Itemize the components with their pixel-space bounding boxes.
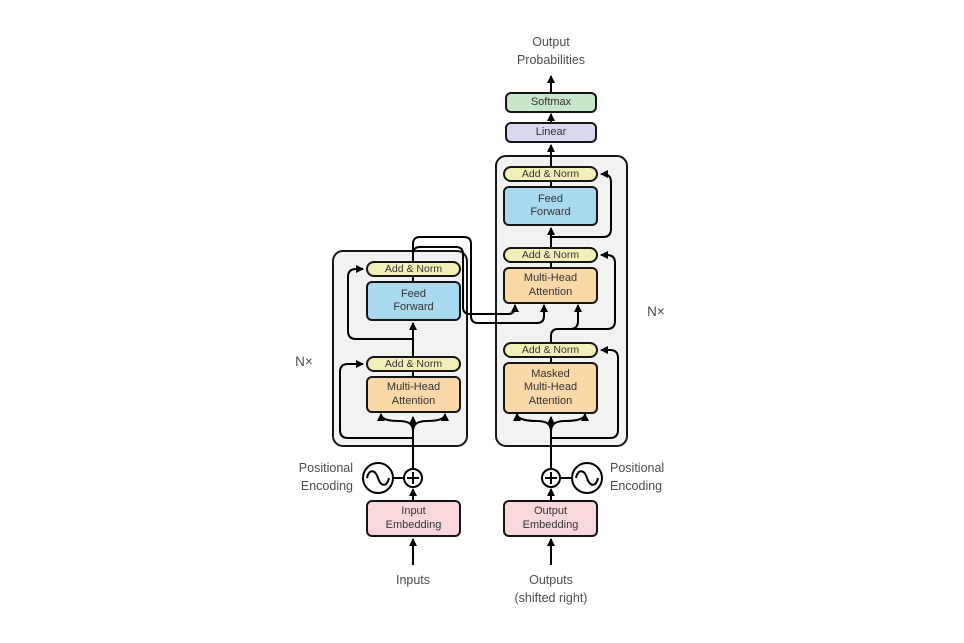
sine-wave-glyph-right: [575, 470, 599, 486]
output-probabilities-label: Output Probabilities: [516, 35, 586, 68]
plus-glyph-left: [407, 472, 419, 484]
decoder-addnorm-bottom-box: Add & Norm: [503, 342, 598, 358]
decoder-qkv-right-arrow: [550, 413, 589, 432]
encoder-residual-bottom: [339, 360, 413, 439]
decoder-addnorm-top-box: Add & Norm: [503, 166, 598, 182]
decoder-multi-head-attention-box: Multi-Head Attention: [503, 267, 598, 304]
encoder-to-decoder-line-inner: [412, 246, 519, 315]
sine-wave-glyph-left: [366, 470, 390, 486]
softmax-box: Softmax: [505, 92, 597, 113]
positional-encoding-label-right: Positional Encoding: [610, 461, 665, 494]
decoder-masked-multi-head-attention-box: Masked Multi-Head Attention: [503, 362, 598, 414]
encoder-qkv-right-arrow: [412, 413, 449, 432]
decoder-n-times-label: N×: [647, 304, 665, 319]
decoder-query-s-curve: [550, 304, 582, 342]
decoder-feed-forward-box: Feed Forward: [503, 186, 598, 226]
decoder-residual-top: [551, 170, 612, 238]
linear-box: Linear: [505, 122, 597, 143]
encoder-n-times-label: N×: [295, 354, 313, 369]
encoder-residual-top: [347, 265, 413, 340]
encoder-addnorm-top-box: Add & Norm: [366, 261, 461, 277]
encoder-qkv-left-arrow: [377, 413, 414, 432]
output-embedding-box: Output Embedding: [503, 500, 598, 537]
decoder-residual-bottom: [551, 346, 619, 439]
decoder-residual-middle: [570, 251, 616, 330]
positional-encoding-label-left: Positional Encoding: [298, 461, 353, 494]
encoder-multi-head-attention-box: Multi-Head Attention: [366, 376, 461, 413]
encoder-to-decoder-line-outer: [412, 236, 548, 324]
decoder-qkv-left-arrow: [513, 413, 552, 432]
encoder-addnorm-bottom-box: Add & Norm: [366, 356, 461, 372]
inputs-label: Inputs: [395, 573, 431, 587]
input-embedding-box: Input Embedding: [366, 500, 461, 537]
decoder-addnorm-middle-box: Add & Norm: [503, 247, 598, 263]
plus-glyph-right: [545, 472, 557, 484]
outputs-label: Outputs (shifted right): [514, 573, 588, 606]
encoder-feed-forward-box: Feed Forward: [366, 281, 461, 321]
